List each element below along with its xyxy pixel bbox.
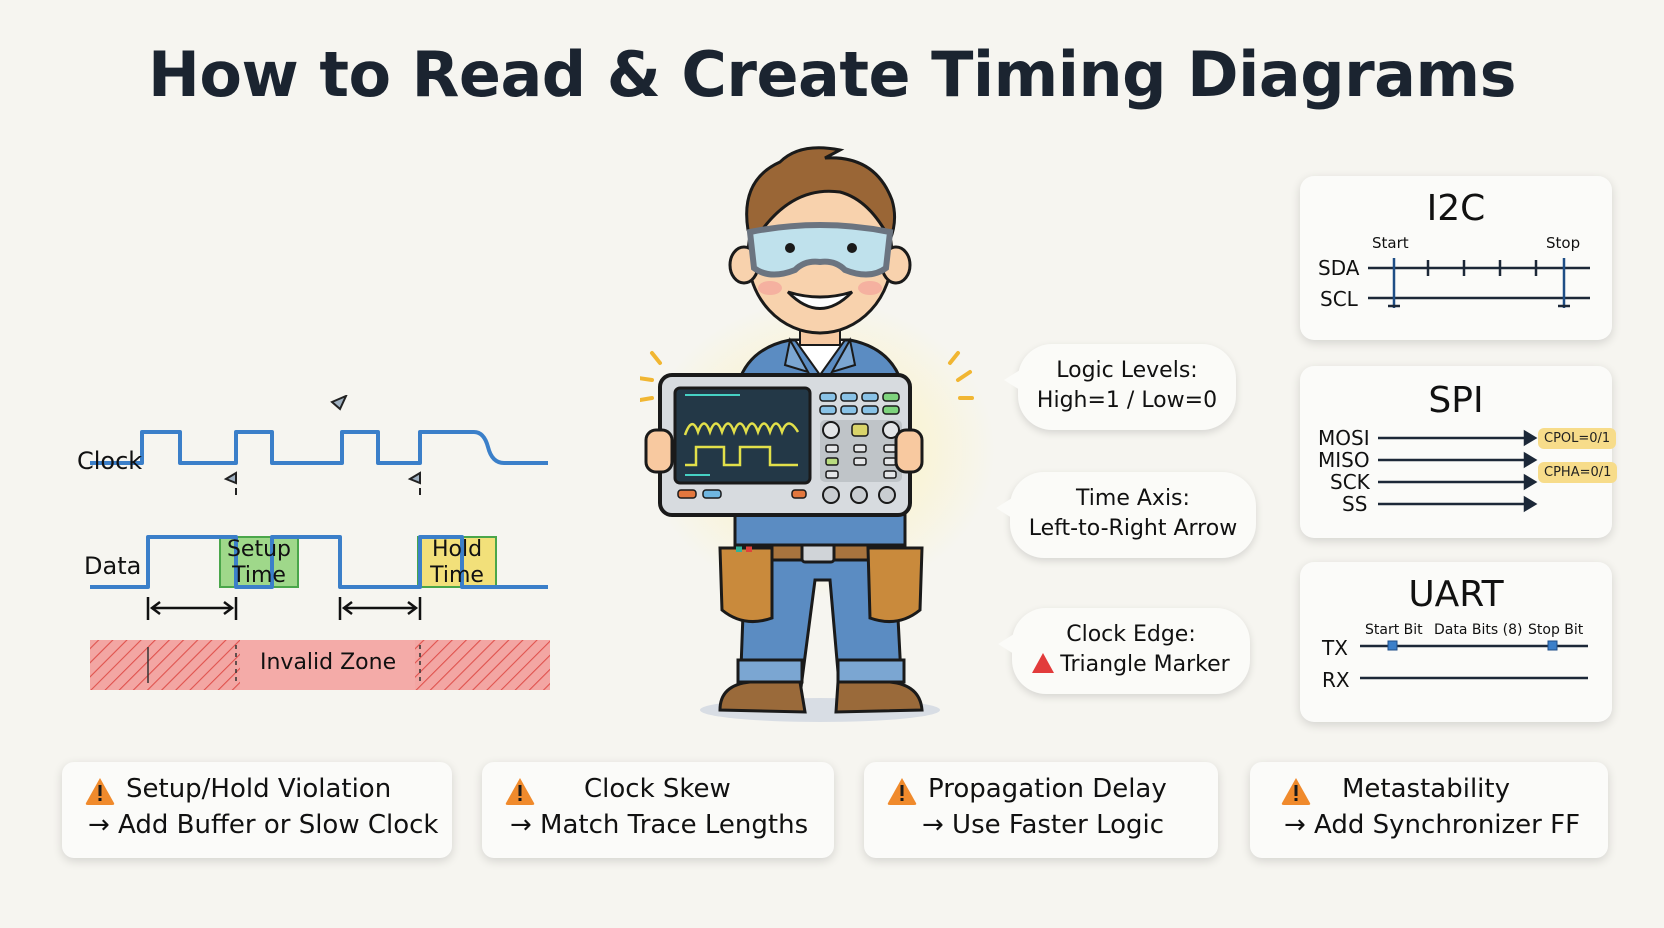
clock-waveform (90, 430, 548, 465)
bubble-clock-edge: Clock Edge: Triangle Marker (998, 608, 1250, 694)
clock-label: Clock (77, 447, 143, 475)
hold-time-box (417, 536, 497, 588)
page-title: How to Read & Create Timing Diagrams (147, 38, 1517, 111)
clock-edge-marker-icon (330, 395, 348, 411)
setup-time-label: Setup Time (226, 537, 292, 588)
clock-edge-marker-icon (223, 471, 237, 485)
tip-clock-skew: Clock Skew → Match Trace Lengths (482, 762, 834, 858)
warning-icon (887, 778, 917, 805)
i2c-start-label: Start (1372, 234, 1409, 252)
timing-diagram: Clock Data Setup Time Hold Time Invalid … (60, 395, 660, 705)
clock-edge-marker-icon (407, 471, 421, 485)
uart-start-bit-label: Start Bit (1365, 622, 1423, 638)
invalid-zone-label: Invalid Zone (260, 650, 397, 675)
red-triangle-icon (1032, 653, 1055, 673)
uart-title: UART (1408, 574, 1504, 615)
spi-arrows (1378, 429, 1538, 513)
i2c-waveform (1368, 258, 1590, 308)
uart-card: UART Start Bit Data Bits (8) Stop Bit TX… (1300, 562, 1612, 722)
warning-icon (85, 778, 115, 805)
cpol-tag: CPOL=0/1 (1538, 428, 1617, 449)
tx-label: TX (1322, 636, 1348, 660)
uart-stop-bit-label: Stop Bit (1528, 622, 1584, 638)
scl-label: SCL (1320, 287, 1358, 311)
miso-label: MISO (1318, 448, 1370, 472)
warning-icon (1281, 778, 1311, 805)
bubble-time-axis: Time Axis: Left-to-Right Arrow (996, 472, 1256, 558)
tip-propagation-delay: Propagation Delay → Use Faster Logic (864, 762, 1218, 858)
spi-card: SPI MOSI MISO SCK SS CPOL=0/1 CPHA=0/1 (1300, 366, 1618, 538)
sda-label: SDA (1318, 256, 1360, 280)
i2c-title: I2C (1426, 188, 1486, 229)
hold-dimension-arrow (338, 597, 422, 620)
timing-waveforms (90, 395, 550, 690)
rx-label: RX (1322, 668, 1350, 692)
uart-data-bits-label: Data Bits (8) (1434, 622, 1523, 638)
warning-icon (505, 778, 535, 805)
cpha-tag: CPHA=0/1 (1538, 462, 1618, 483)
hold-time-label: Hold Time (430, 537, 484, 588)
spi-title: SPI (1428, 380, 1484, 421)
engineer-character (636, 140, 1000, 730)
data-label: Data (84, 552, 142, 580)
tip-metastability: Metastability → Add Synchronizer FF (1250, 762, 1608, 858)
sck-label: SCK (1330, 470, 1370, 494)
data-waveform (90, 535, 548, 589)
bubble-logic-levels: Logic Levels: High=1 / Low=0 (1004, 344, 1236, 430)
i2c-card: I2C Start Stop SDA SCL (1300, 176, 1612, 340)
mosi-label: MOSI (1318, 426, 1370, 450)
setup-time-box (219, 536, 299, 588)
engineer-illustration-icon (636, 146, 995, 722)
setup-dimension-arrow (146, 597, 238, 620)
uart-waveform (1360, 640, 1588, 680)
tip-setup-hold: Setup/Hold Violation → Add Buffer or Slo… (62, 762, 452, 858)
ss-label: SS (1342, 492, 1368, 516)
i2c-stop-label: Stop (1546, 234, 1581, 252)
